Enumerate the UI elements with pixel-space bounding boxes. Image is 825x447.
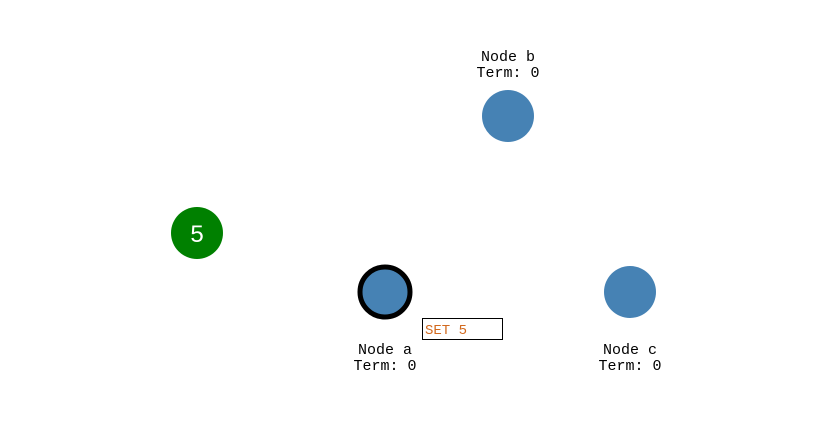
node-b[interactable]: Node b Term: 0 [476,49,540,142]
message-box: SET 5 [422,318,503,340]
node-a-name: Node a [358,342,412,359]
node-c-term: Term: 0 [598,358,661,375]
client-value-text: 5 [190,221,203,248]
node-b-circle[interactable] [482,90,534,142]
node-a-term: Term: 0 [353,358,416,375]
node-c-circle[interactable] [604,266,656,318]
node-b-term: Term: 0 [476,65,539,82]
node-b-name: Node b [481,49,535,66]
message-text: SET 5 [425,323,467,339]
node-a-circle[interactable] [357,264,413,320]
client-circle[interactable] [171,207,223,259]
client-value[interactable]: 5 [171,207,223,259]
node-c[interactable]: Node c Term: 0 [598,266,662,375]
node-a[interactable]: Node a Term: 0 [353,264,417,375]
node-c-name: Node c [603,342,657,359]
message-border [422,318,503,340]
